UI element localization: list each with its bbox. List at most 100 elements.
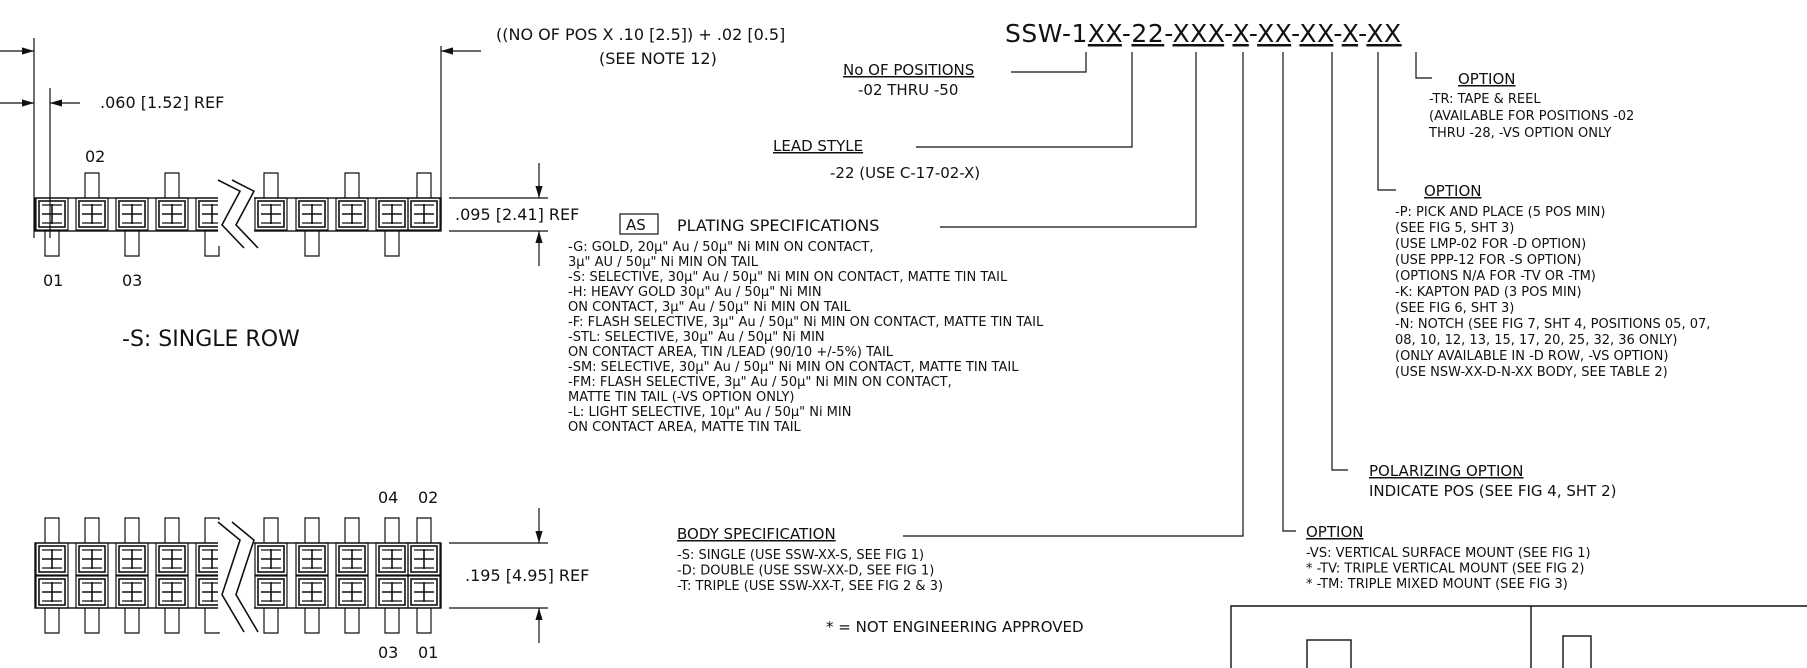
pin-cell-inner — [118, 545, 146, 573]
pin-tail — [204, 608, 220, 634]
lead-style-title: LEAD STYLE — [773, 137, 863, 155]
pin-label-02: 02 — [85, 147, 105, 166]
positions-title: No OF POSITIONS — [843, 61, 974, 79]
title-block — [1230, 605, 1807, 668]
pin-cell — [115, 197, 149, 231]
pin-tail — [416, 517, 432, 543]
pin-tail — [204, 231, 220, 257]
pin-cell — [254, 575, 288, 609]
p-lines-line: (USE LMP-02 FOR -D OPTION) — [1395, 237, 1586, 252]
plating-lines-line: 3μ" AU / 50μ" Ni MIN ON TAIL — [568, 255, 759, 270]
option-tr-title: OPTION — [1458, 70, 1515, 88]
pin-cell-inner — [338, 545, 366, 573]
leader-plating — [940, 52, 1197, 228]
pin-tail — [304, 517, 320, 543]
as-badge: AS — [626, 216, 646, 234]
plating-title: PLATING SPECIFICATIONS — [677, 216, 879, 235]
pin-cell-inner — [78, 578, 106, 606]
body-lines-line: -T: TRIPLE (USE SSW-XX-T, SEE FIG 2 & 3) — [677, 579, 943, 594]
plating-list: -G: GOLD, 20μ" Au / 50μ" Ni MIN ON CONTA… — [568, 240, 1044, 435]
pin-cell — [115, 542, 149, 576]
body-lines-line: -S: SINGLE (USE SSW-XX-S, SEE FIG 1) — [677, 548, 924, 563]
pin-cell-inner — [410, 578, 438, 606]
pin-cell — [407, 542, 441, 576]
pin-cell — [295, 542, 329, 576]
double-pin-label-02: 02 — [418, 488, 438, 507]
plating-lines-line: -SM: SELECTIVE, 30μ" Au / 50μ" Ni MIN ON… — [568, 360, 1019, 375]
leader-option-tr — [1415, 52, 1432, 79]
pin-tail — [84, 517, 100, 543]
pin-cell — [75, 542, 109, 576]
pin-cell — [35, 197, 69, 231]
double-row-connector — [34, 517, 442, 634]
double-pin-label-04: 04 — [378, 488, 398, 507]
leader-option-vs — [1282, 52, 1296, 532]
pin-cell — [407, 575, 441, 609]
pin-cell — [295, 197, 329, 231]
option-p-title: OPTION — [1424, 182, 1481, 200]
pin-cell — [155, 575, 189, 609]
plating-lines-line: -H: HEAVY GOLD 30μ" Au / 50μ" Ni MIN — [568, 285, 822, 300]
pin-cell-inner — [38, 200, 66, 228]
p-lines-line: (SEE FIG 5, SHT 3) — [1395, 221, 1514, 236]
pin-tail — [44, 231, 60, 257]
pin-tail — [124, 231, 140, 257]
pin-tail — [164, 517, 180, 543]
single-row-connector — [34, 172, 442, 257]
pin-tail — [416, 608, 432, 634]
pin-cell-inner — [78, 545, 106, 573]
single-height-dim: .095 [2.41] REF — [455, 205, 579, 224]
polarizing-value: INDICATE POS (SEE FIG 4, SHT 2) — [1369, 482, 1617, 500]
pin-tail — [263, 172, 279, 198]
tr-lines-line: -TR: TAPE & REEL — [1429, 92, 1541, 107]
pin-tail — [204, 517, 220, 543]
plating-lines-line: ON CONTACT, 3μ" Au / 50μ" Ni MIN ON TAIL — [568, 300, 851, 315]
option-tr-list: -TR: TAPE & REEL (AVAILABLE FOR POSITIONS… — [1428, 92, 1634, 141]
vs-lines-line: * -TM: TRIPLE MIXED MOUNT (SEE FIG 3) — [1306, 577, 1568, 592]
pin-tail — [304, 231, 320, 257]
pin-tail — [344, 517, 360, 543]
pin-cell — [335, 542, 369, 576]
pin-cell-inner — [338, 578, 366, 606]
plating-lines-line: ON CONTACT AREA, MATTE TIN TAIL — [568, 420, 802, 435]
plating-lines-line: ON CONTACT AREA, TIN /LEAD (90/10 +/-5%)… — [568, 345, 894, 360]
pin-tail — [84, 608, 100, 634]
double-pin-label-03: 03 — [378, 643, 398, 662]
pin-cell-inner — [158, 200, 186, 228]
pin-cell-inner — [158, 578, 186, 606]
pin-label-03: 03 — [122, 271, 142, 290]
pin-cell — [295, 575, 329, 609]
pin-cell-inner — [298, 578, 326, 606]
tr-lines-line: (AVAILABLE FOR POSITIONS -02 — [1429, 109, 1634, 124]
pin-cell — [254, 542, 288, 576]
pin-cell — [75, 575, 109, 609]
pin-tail — [124, 608, 140, 634]
pin-tail — [44, 608, 60, 634]
pin-cell-inner — [338, 200, 366, 228]
p-lines-line: (ONLY AVAILABLE IN -D ROW, -VS OPTION) — [1395, 349, 1668, 364]
break-mark — [217, 521, 245, 633]
pin-cell-inner — [378, 578, 406, 606]
leader-option-p — [1377, 52, 1396, 191]
pin-cell-inner — [38, 545, 66, 573]
option-vs-list: -VS: VERTICAL SURFACE MOUNT (SEE FIG 1)*… — [1306, 546, 1591, 592]
part-number: SSW-1XX-22-XXX-X-XX-XX-X-XX — [1005, 19, 1402, 48]
break-mark — [217, 179, 245, 249]
plating-lines-line: -FM: FLASH SELECTIVE, 3μ" Au / 50μ" Ni M… — [568, 375, 952, 390]
pin-tail — [263, 517, 279, 543]
leader-lead-style — [916, 52, 1133, 148]
break-mark — [231, 521, 259, 633]
tr-lines-line: THRU -28, -VS OPTION ONLY — [1428, 126, 1612, 141]
pin-cell — [155, 197, 189, 231]
pin-cell — [407, 197, 441, 231]
overall-length-dim: ((NO OF POS X .10 [2.5]) + .02 [0.5] — [496, 25, 785, 44]
double-height-dim: .195 [4.95] REF — [465, 566, 589, 585]
single-row-caption: -S: SINGLE ROW — [122, 327, 300, 352]
pin-cell-inner — [298, 545, 326, 573]
pin-cell — [75, 197, 109, 231]
leader-polarizing — [1331, 52, 1348, 471]
pin-cell — [35, 542, 69, 576]
pin-cell-inner — [378, 200, 406, 228]
pin-tail — [263, 608, 279, 634]
